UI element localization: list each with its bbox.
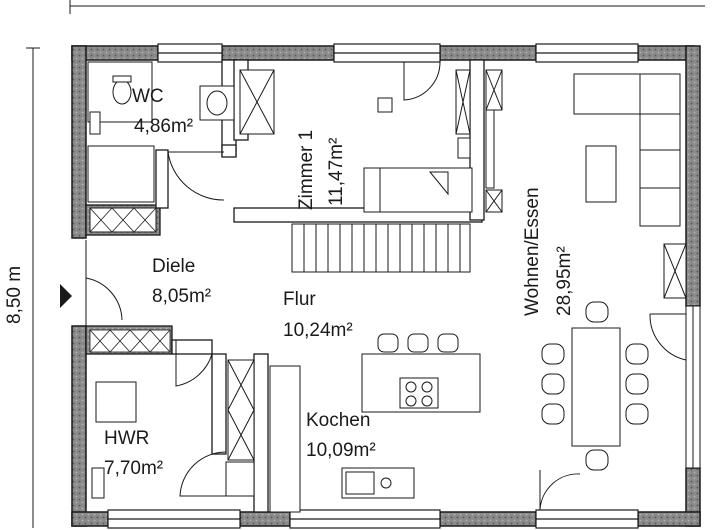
outer-walls	[71, 45, 701, 527]
shelf-x-marks	[89, 207, 171, 353]
hwr-fixtures	[91, 359, 255, 499]
left-dimension-line	[26, 47, 40, 528]
room-area-flur: 10,24m²	[283, 320, 353, 341]
room-area-kochen: 10,09m²	[306, 440, 376, 461]
room-area-diele: 8,05m²	[152, 286, 212, 307]
room-area-wohnen: 28,95m²	[554, 246, 575, 316]
entrance-arrow	[60, 284, 72, 308]
depth-dimension-label: 8,50 m	[4, 265, 25, 324]
room-label-wc: WC	[132, 86, 164, 107]
wc-fixtures	[87, 61, 235, 203]
room-area-zimmer1: 11,47m²	[326, 137, 347, 206]
door-swings	[85, 61, 701, 511]
room-area-wc: 4,86m²	[134, 116, 194, 137]
room-area-hwr: 7,70m²	[104, 458, 164, 479]
room-label-wohnen: Wohnen/Essen	[522, 187, 543, 316]
living-furniture	[541, 73, 687, 471]
staircase	[291, 223, 471, 273]
room-label-hwr: HWR	[104, 428, 150, 449]
room-label-zimmer1: Zimmer 1	[296, 129, 317, 210]
room-label-flur: Flur	[283, 289, 316, 310]
windows	[107, 43, 639, 529]
top-dimension-line	[69, 0, 705, 14]
room-label-diele: Diele	[152, 256, 196, 277]
zimmer-furniture	[239, 69, 503, 213]
kitchen-fixtures	[269, 333, 481, 513]
room-label-kochen: Kochen	[306, 410, 371, 431]
